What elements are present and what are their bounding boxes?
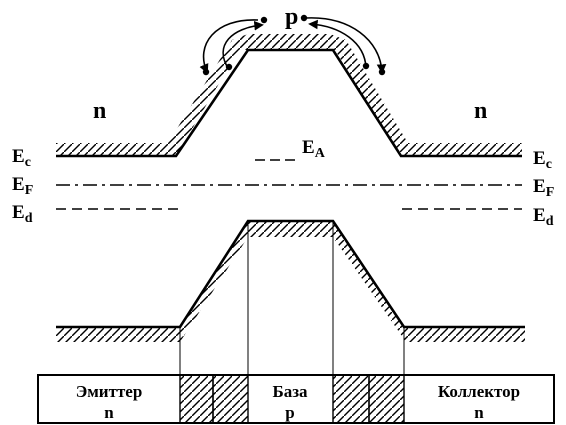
valence-band-hatch <box>56 221 525 342</box>
arrow-left-inner <box>222 20 264 69</box>
ed-right-label: Ed <box>533 205 554 229</box>
n-left-label: n <box>93 98 106 124</box>
emitter-junction-hatch <box>179 374 214 424</box>
hole-arrows <box>199 17 387 74</box>
conduction-band-edge <box>56 48 522 158</box>
region-bar: Эмиттер n База p Коллектор n <box>37 374 555 424</box>
ec-left-label: Ec <box>12 146 31 170</box>
hole-dot <box>260 16 268 24</box>
collector-junction-hatch <box>368 374 405 424</box>
arrow-left-outer <box>199 19 259 74</box>
conduction-band-hatch <box>56 34 522 156</box>
hole-dot <box>225 63 233 71</box>
valence-band-edge <box>56 219 525 329</box>
conduction-band <box>56 34 522 158</box>
hole-dot <box>362 62 370 70</box>
p-region-label: p <box>285 4 298 30</box>
emitter-label: Эмиттер <box>76 382 143 401</box>
base-label: База <box>272 382 308 401</box>
emitter-base-hatch <box>212 374 249 424</box>
collector-type-label: n <box>474 403 484 422</box>
ec-right-label: Ec <box>533 148 552 172</box>
collector-label: Коллектор <box>438 382 520 401</box>
hole-dots <box>202 14 386 76</box>
hole-dot <box>202 68 210 76</box>
hole-dot <box>378 68 386 76</box>
base-type-label: p <box>285 403 294 422</box>
valence-band <box>56 219 525 342</box>
ed-left-label: Ed <box>12 202 33 226</box>
n-right-label: n <box>474 98 487 124</box>
ef-right-label: EF <box>533 176 554 200</box>
arrow-right-inner <box>308 19 367 69</box>
junction-guides <box>179 221 405 375</box>
hole-dot <box>300 14 308 22</box>
base-collector-hatch <box>332 374 370 424</box>
region-bar-frame <box>37 374 555 424</box>
arrow-right-outer <box>305 17 387 74</box>
ef-left-label: EF <box>12 174 33 198</box>
ea-label: EA <box>302 137 326 161</box>
emitter-type-label: n <box>104 403 114 422</box>
